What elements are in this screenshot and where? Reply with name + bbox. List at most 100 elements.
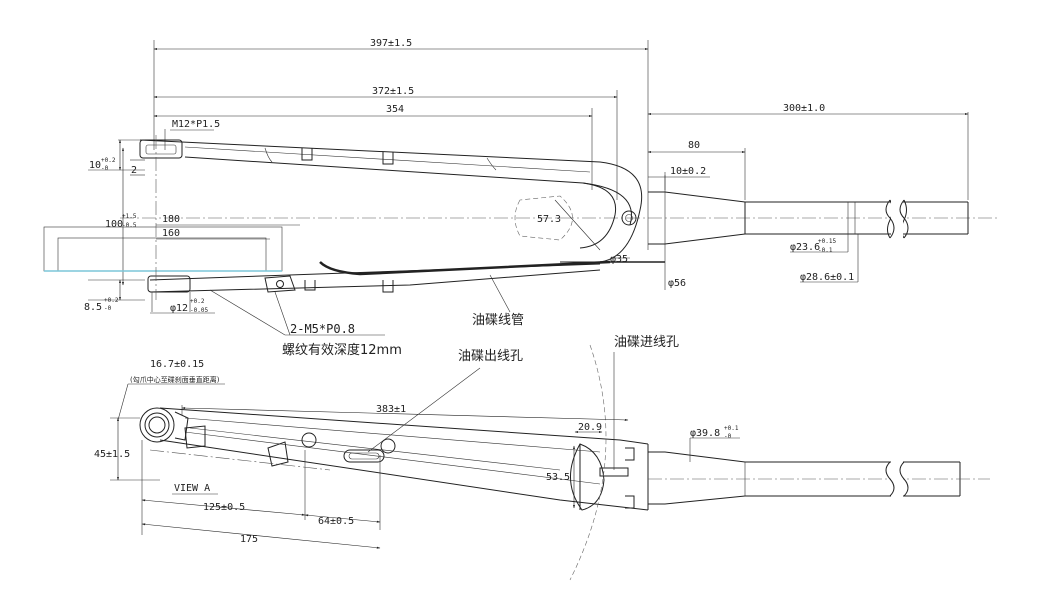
upper-dropout-slot (145, 144, 177, 155)
lower-boss-hole (276, 280, 284, 288)
leader-hose (489, 274, 511, 313)
side-crown-boss-a (625, 447, 635, 461)
side-blade-bottom (159, 439, 649, 511)
lower-boss-3 (304, 280, 316, 291)
dim-57-3: 57.3 (537, 214, 561, 225)
rotor-160-box (57, 237, 267, 272)
leader-hose-exit (367, 367, 481, 453)
dim-8-5-tol-plus: +0.2 (104, 297, 119, 304)
side-dropout-tab (174, 411, 189, 441)
lower-boss-1 (264, 275, 296, 293)
leader-m5-a (209, 289, 286, 336)
dim-64: 64±0.5 (318, 516, 354, 527)
side-dropout-mid (144, 412, 170, 438)
upper-dropout (139, 139, 183, 159)
side-break-curve-b (899, 461, 909, 497)
crown-bolt-hole (621, 210, 637, 226)
dim-line-125 (141, 499, 306, 516)
leader-16-7 (117, 383, 129, 421)
dim-line-64 (304, 514, 381, 523)
dim-53-5: 53.5 (546, 472, 570, 483)
thread-depth-note: 螺纹有效深度12mm (282, 342, 402, 358)
dim-100-tol-minus: -0.5 (122, 222, 137, 229)
dim-10-left-tol-minus: -0 (101, 165, 109, 172)
side-crown-oval (570, 443, 605, 511)
crown-bolt-inner (625, 214, 633, 222)
dim-300: 300±1.0 (783, 103, 825, 114)
steerer-taper-bottom (648, 233, 855, 245)
dim-2: 2 (131, 165, 137, 176)
steerer-break-curve-b (899, 199, 909, 239)
upper-bump-1 (264, 147, 273, 163)
view-a-axis (149, 449, 331, 471)
hose-exit-label: 油碟出线孔 (458, 349, 523, 364)
dim-8-5: 8.5 (84, 302, 102, 313)
top-view: 397±1.5 372±1.5 354 M12*P1.5 (43, 38, 1000, 358)
dim-dia-39-8-tol-minus: -0 (724, 433, 732, 440)
dim-dia-39-8: φ39.8 (690, 428, 720, 439)
dim-dia-23-6-tol-plus: +0.15 (818, 238, 836, 245)
dim-20-9: 20.9 (578, 422, 602, 433)
dim-line-175 (141, 523, 381, 549)
side-boss-1 (267, 441, 289, 467)
dim-10-left: 10 (89, 160, 101, 171)
upper-boss-1 (301, 148, 313, 161)
upper-boss-2 (382, 152, 394, 165)
hose-entry-slot (599, 467, 629, 477)
side-dropout-outer (139, 407, 175, 443)
dim-16-7: 16.7±0.15 (150, 359, 204, 370)
hose-exit-slot (343, 449, 385, 463)
lower-boss-2 (382, 280, 394, 293)
side-steerer-bottom (648, 495, 960, 505)
dim-175: 175 (240, 534, 258, 545)
dim-354: 354 (386, 104, 404, 115)
steerer-break-curve-a (885, 199, 895, 239)
side-crown-boss-b (625, 495, 635, 509)
dim-dia-39-8-tol-plus: +0.1 (724, 425, 739, 432)
crown-arch-outer (582, 182, 632, 226)
dim-383: 383±1 (376, 404, 406, 415)
dim-397: 397±1.5 (370, 38, 412, 49)
hose-entry-label: 油碟进线孔 (614, 335, 679, 350)
dim-372: 372±1.5 (372, 86, 414, 97)
side-break-curve-a (885, 461, 895, 497)
crown-diag-line (554, 199, 601, 251)
dim-line-383 (181, 407, 629, 421)
thread-m5-label: 2-M5*P0.8 (290, 322, 355, 336)
dim-dia-23-6: φ23.6 (790, 242, 820, 253)
side-steerer-top (648, 451, 960, 463)
dim-dia-12: φ12 (170, 303, 188, 314)
upper-blade-inner (184, 156, 617, 249)
side-blade-inner-top (184, 417, 601, 453)
brake-hose-label: 油碟线管 (472, 313, 524, 328)
dim-45: 45±1.5 (94, 449, 130, 460)
dim-dia-56: φ56 (668, 278, 686, 289)
leader-m5-b (274, 291, 291, 336)
dim-160: 160 (162, 228, 180, 239)
lower-dropout (147, 275, 191, 293)
dim-dia-12-tol-minus: -0.05 (190, 307, 208, 314)
dim-100-tol-plus: +1.5 (122, 213, 137, 220)
dim-dia-23-6-tol-minus: -0.1 (818, 247, 833, 254)
dim-16-7-note: (勾爪中心至碟刹面垂直距离) (130, 375, 220, 384)
dim-10-left-tol-plus: +0.2 (101, 157, 116, 164)
side-boss-hole-1 (301, 432, 317, 448)
dim-dia-35: φ35 (610, 254, 628, 265)
view-a-label: VIEW A (174, 483, 210, 494)
lower-blade-outer (149, 269, 601, 293)
upper-bump-2 (486, 157, 497, 171)
steerer-taper-top (648, 191, 855, 203)
upper-blade-outline (139, 139, 643, 263)
side-blade-midline (189, 427, 561, 471)
side-dropout-inner (148, 416, 166, 434)
dim-180: 180 (162, 214, 180, 225)
dim-100: 100 (105, 219, 123, 230)
hose-exit-slot-inner (348, 452, 380, 460)
brake-hose (319, 260, 611, 276)
side-boss-hole-2 (380, 438, 396, 454)
dim-dia-28-6: φ28.6±0.1 (800, 272, 854, 283)
side-crown-arc (569, 344, 607, 581)
side-view: 16.7±0.15 (勾爪中心至碟刹面垂直距离) 383±1 45±1.5 20… (94, 335, 990, 581)
dim-8-5-tol-minus: -0 (104, 305, 112, 312)
